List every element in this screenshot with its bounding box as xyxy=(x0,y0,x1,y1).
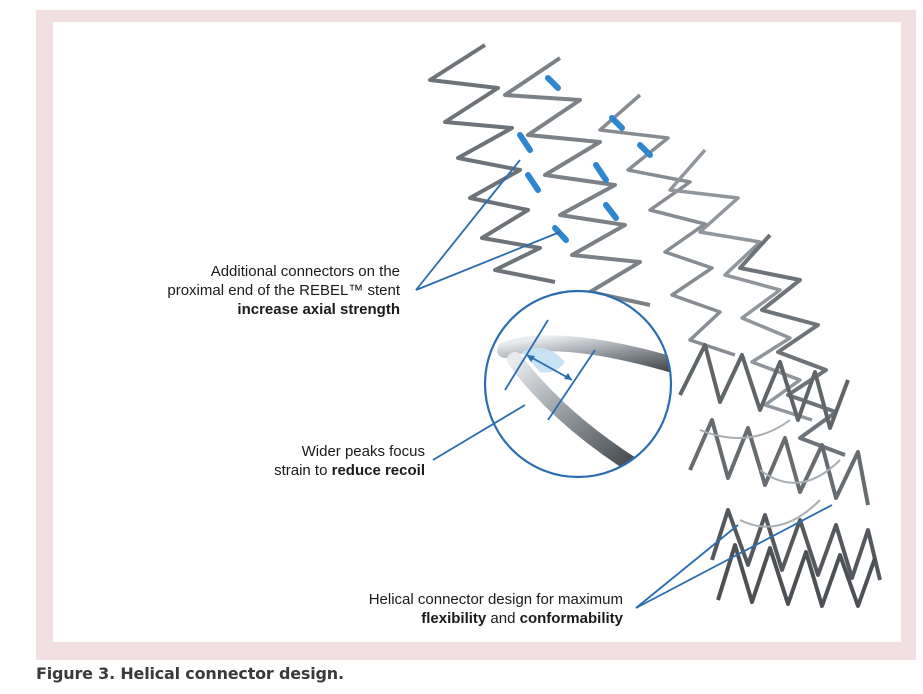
callout-axial-line2: proximal end of the REBEL™ stent xyxy=(167,281,400,300)
callout-peaks-plain: strain to xyxy=(274,462,332,479)
figure-caption: Figure 3. Helical connector design. xyxy=(36,664,344,683)
callout-peaks-line1: Wider peaks focus xyxy=(274,442,425,461)
callout-helical-bold1: flexibility xyxy=(421,610,486,627)
callout-helical: Helical connector design for maximum fle… xyxy=(369,590,623,628)
callout-peaks-bold: reduce recoil xyxy=(332,462,425,479)
callout-helical-line1: Helical connector design for maximum xyxy=(369,590,623,609)
magnified-peak xyxy=(485,291,690,477)
stent-ring-7 xyxy=(690,420,868,505)
callout-helical-bold2: conformability xyxy=(520,610,623,627)
callout-helical-and: and xyxy=(486,610,519,627)
stent-ring-2 xyxy=(505,58,650,305)
callout-wider-peaks: Wider peaks focus strain to reduce recoi… xyxy=(274,442,425,480)
stent-ring-6 xyxy=(680,345,848,428)
stent-ring-1 xyxy=(430,45,555,282)
callout-axial-strength: Additional connectors on the proximal en… xyxy=(167,262,400,319)
callout-axial-line1: Additional connectors on the xyxy=(167,262,400,281)
callout-axial-bold: increase axial strength xyxy=(237,301,400,318)
stent-ring-8 xyxy=(712,510,880,580)
